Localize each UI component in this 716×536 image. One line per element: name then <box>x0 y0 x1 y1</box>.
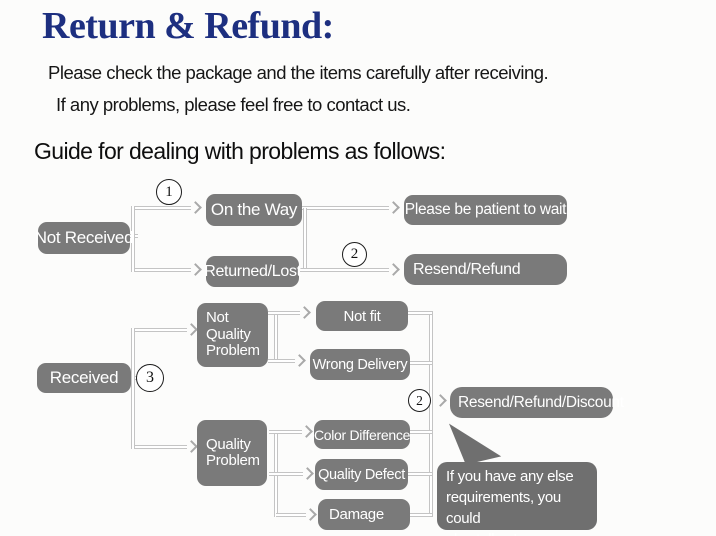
edge-nqp-bracket-vertical <box>274 311 278 363</box>
edge-notfit-collector <box>408 311 432 315</box>
guide-heading: Guide for dealing with problems as follo… <box>34 138 446 164</box>
edge-returnedlost-to-resend <box>300 268 389 272</box>
node-damage: Damage <box>318 499 410 530</box>
node-quality-defect: Quality Defect <box>315 459 408 490</box>
arrow-right-icon <box>387 263 400 276</box>
edge-colordifference-collector <box>410 430 432 434</box>
note-line-1: Please check the package and the items c… <box>48 62 549 83</box>
edge-notreceived-branch-vertical <box>131 206 135 272</box>
step-marker-3: 3 <box>136 364 164 392</box>
node-returned-lost: Returned/Lost <box>204 256 301 287</box>
speech-bubble-tail <box>449 423 502 465</box>
arrow-right-icon <box>185 323 198 336</box>
step-marker-1: 1 <box>156 179 182 205</box>
node-please-be-patient-to-wait: Please be patient to wait <box>404 195 567 225</box>
edge-to-qualityproblem <box>135 445 187 449</box>
speech-bubble: If you have any else requirements, you c… <box>437 462 597 536</box>
step-marker-2: 2 <box>408 389 431 412</box>
edge-to-notqualityproblem <box>135 328 187 332</box>
edge-to-notfit <box>268 311 300 315</box>
speech-bubble-line-2: requirements, you could <box>446 489 561 527</box>
edge-to-returnedlost <box>135 268 191 272</box>
node-not-fit: Not fit <box>316 301 408 331</box>
speech-bubble-line-1: If you have any else <box>446 468 574 485</box>
node-not-received: Not Received <box>35 222 134 254</box>
edge-wrongdelivery-collector <box>410 361 432 365</box>
arrow-right-icon <box>434 394 447 407</box>
node-resend-refund: Resend/Refund <box>404 254 567 285</box>
arrow-right-icon <box>300 425 313 438</box>
edge-ontheway-returnedlost-vertical <box>303 208 307 270</box>
arrow-right-icon <box>189 201 202 214</box>
edge-received-branch-vertical <box>131 328 135 449</box>
arrow-right-icon <box>185 440 198 453</box>
edge-to-colordifference <box>269 430 302 434</box>
arrow-right-icon <box>304 508 317 521</box>
edge-to-wrongdelivery <box>268 359 295 363</box>
edge-to-qualitydefect <box>269 472 303 476</box>
page-title: Return & Refund: <box>42 5 334 47</box>
edge-ontheway-to-wait <box>299 206 389 210</box>
node-received: Received <box>37 363 131 393</box>
node-quality-problem: Quality Problem <box>197 420 267 486</box>
arrow-right-icon <box>189 263 202 276</box>
node-on-the-way: On the Way <box>206 194 302 226</box>
arrow-right-icon <box>298 306 311 319</box>
note-line-2: If any problems, please feel free to con… <box>56 94 411 115</box>
arrow-right-icon <box>301 467 314 480</box>
node-resend-refund-discount: Resend/Refund/Discount <box>450 387 624 418</box>
node-not-quality-problem: Not Quality Problem <box>197 303 268 367</box>
step-marker-2: 2 <box>342 242 367 267</box>
edge-damage-collector <box>410 513 432 517</box>
node-wrong-delivery: Wrong Delivery <box>310 349 410 380</box>
node-color-difference: Color Difference <box>314 420 410 449</box>
edge-to-ontheway <box>135 206 191 210</box>
edge-collector-vertical <box>429 311 433 517</box>
edge-to-damage <box>276 513 306 517</box>
arrow-right-icon <box>293 354 306 367</box>
arrow-right-icon <box>387 201 400 214</box>
speech-bubble-line-3: also tell us! <box>446 529 588 536</box>
edge-qualitydefect-collector <box>408 472 432 476</box>
